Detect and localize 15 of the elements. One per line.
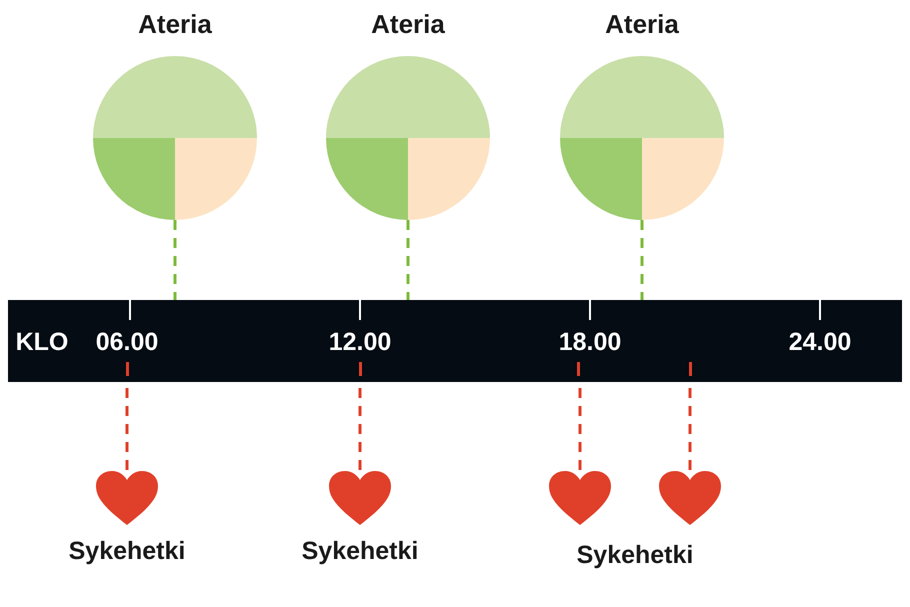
- dashed-connector: [174, 220, 176, 300]
- meal-label: Ateria: [371, 8, 445, 40]
- timeline-bar: [8, 300, 902, 382]
- heart-caption: Sykehetki: [302, 536, 418, 566]
- time-label: 12.00: [328, 327, 392, 357]
- meal-label: Ateria: [138, 8, 212, 40]
- dashed-connector: [640, 220, 644, 300]
- time-label: 06.00: [96, 327, 158, 357]
- time-label: 24.00: [788, 327, 852, 357]
- heart-caption: Sykehetki: [576, 540, 694, 570]
- dashed-connector: [406, 220, 410, 300]
- meal-label: Ateria: [605, 8, 679, 40]
- axis-label: KLO: [16, 327, 68, 357]
- heart-caption: Sykehetki: [68, 536, 186, 566]
- time-label: 18.00: [558, 327, 622, 357]
